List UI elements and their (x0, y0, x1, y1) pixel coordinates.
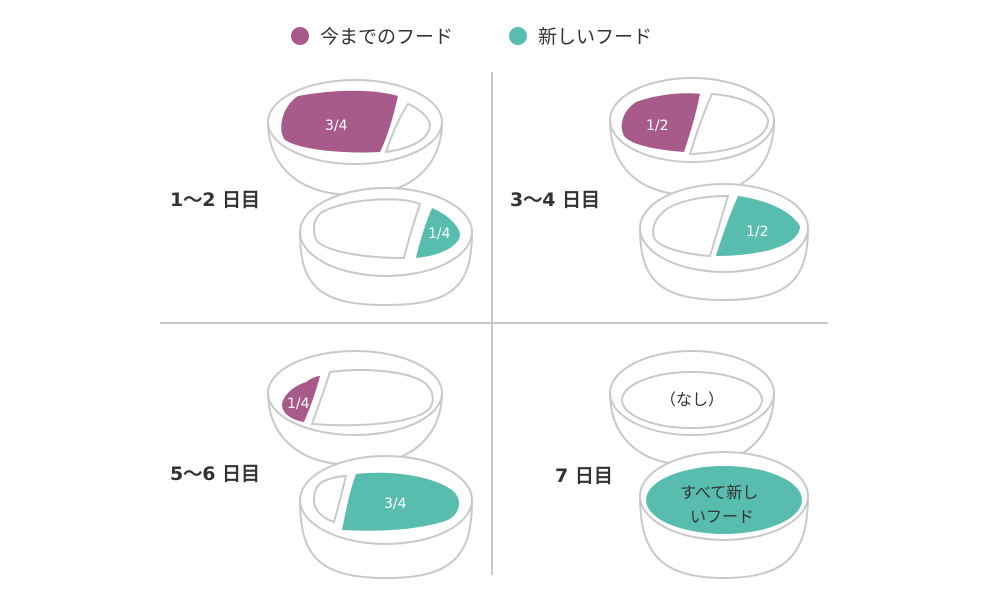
old-food-bowl: （なし） (608, 350, 776, 467)
new-portion-label: 1/2 (746, 224, 769, 240)
old-food-bowl: 1/2 (608, 77, 776, 197)
new-food-legend-dot (509, 27, 527, 45)
day-label: 1〜2 日目 (170, 189, 260, 211)
old-food-portion (282, 376, 320, 422)
empty-segment (652, 194, 730, 258)
new-food-portion (416, 208, 460, 258)
new-food-bowl: 1/4 (298, 187, 474, 307)
legend: 今までのフード 新しいフード (291, 26, 652, 48)
empty-segment (384, 102, 432, 154)
old-portion-label: （なし） (660, 390, 724, 409)
old-food-portion (281, 90, 398, 153)
legend-new-food-label: 新しいフード (538, 26, 652, 48)
empty-segment (312, 474, 348, 524)
panel-day-1-2: 1〜2 日目 3/4 1/4 (170, 79, 474, 307)
day-label: 5〜6 日目 (170, 463, 260, 485)
new-food-portion (716, 196, 800, 256)
new-portion-label-line2: いフード (690, 507, 754, 526)
panel-day-7: 7 日目 （なし） すべて新し いフード (555, 350, 810, 580)
empty-segment (621, 371, 763, 429)
new-food-portion (646, 466, 802, 534)
day-label: 7 日目 (555, 465, 613, 487)
new-food-portion (342, 472, 460, 531)
new-portion-label: 1/4 (428, 226, 451, 242)
new-portion-label: 3/4 (384, 496, 407, 512)
old-food-portion (621, 93, 700, 152)
old-portion-label: 1/2 (646, 118, 669, 134)
day-label: 3〜4 日目 (510, 189, 600, 211)
legend-old-food-label: 今までのフード (320, 26, 453, 48)
old-portion-label: 3/4 (325, 118, 348, 134)
new-portion-label-line1: すべて新し (680, 483, 758, 502)
old-food-bowl: 1/4 (266, 350, 444, 467)
old-food-bowl: 3/4 (266, 79, 444, 197)
panel-day-5-6: 5〜6 日目 1/4 3/4 (170, 350, 474, 580)
old-portion-label: 1/4 (287, 396, 310, 412)
new-food-bowl: 3/4 (298, 455, 474, 580)
new-food-bowl: すべて新し いフード (638, 451, 810, 580)
new-food-bowl: 1/2 (638, 183, 810, 302)
empty-segment (688, 92, 770, 156)
panel-day-3-4: 3〜4 日目 1/2 1/2 (510, 77, 810, 302)
empty-segment (313, 198, 422, 260)
empty-segment (310, 369, 434, 427)
old-food-legend-dot (291, 27, 309, 45)
